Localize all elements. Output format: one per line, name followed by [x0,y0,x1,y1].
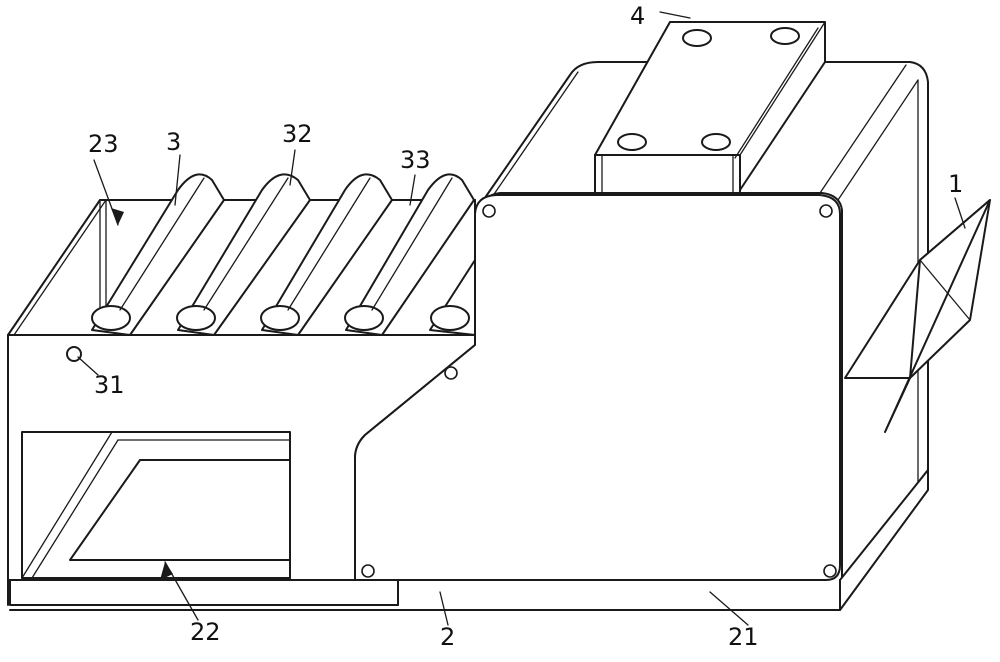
feed-chute [844,199,991,433]
screw [482,204,496,218]
label-4: 4 [630,2,645,30]
plate-hole [770,27,800,45]
label-1: 1 [948,170,963,198]
leader-lines [77,11,966,626]
label-21: 21 [728,623,759,651]
roller-end [91,305,131,331]
roller-end [344,305,384,331]
label-32: 32 [282,120,313,148]
label-33: 33 [400,146,431,174]
label-2: 2 [440,623,455,651]
screw [444,366,458,380]
screw [819,204,833,218]
screw [361,564,375,578]
plate-hole [682,29,712,47]
side-panel [354,194,841,581]
label-3: 3 [166,128,181,156]
rollers [91,173,476,336]
screw [823,564,837,578]
outlet-drawer [21,431,291,579]
roller-end [430,305,470,331]
roller-end [176,305,216,331]
label-22: 22 [190,618,221,646]
label-23: 23 [88,130,119,158]
base-right-side [839,469,929,611]
plate-hole [617,133,647,151]
roller-end [260,305,300,331]
plate-hole [701,133,731,151]
pivot-hole [66,346,82,362]
mounting-plate [594,21,826,194]
reference-labels: 23 3 32 33 4 1 31 22 2 21 [88,2,963,651]
label-31: 31 [94,371,125,399]
